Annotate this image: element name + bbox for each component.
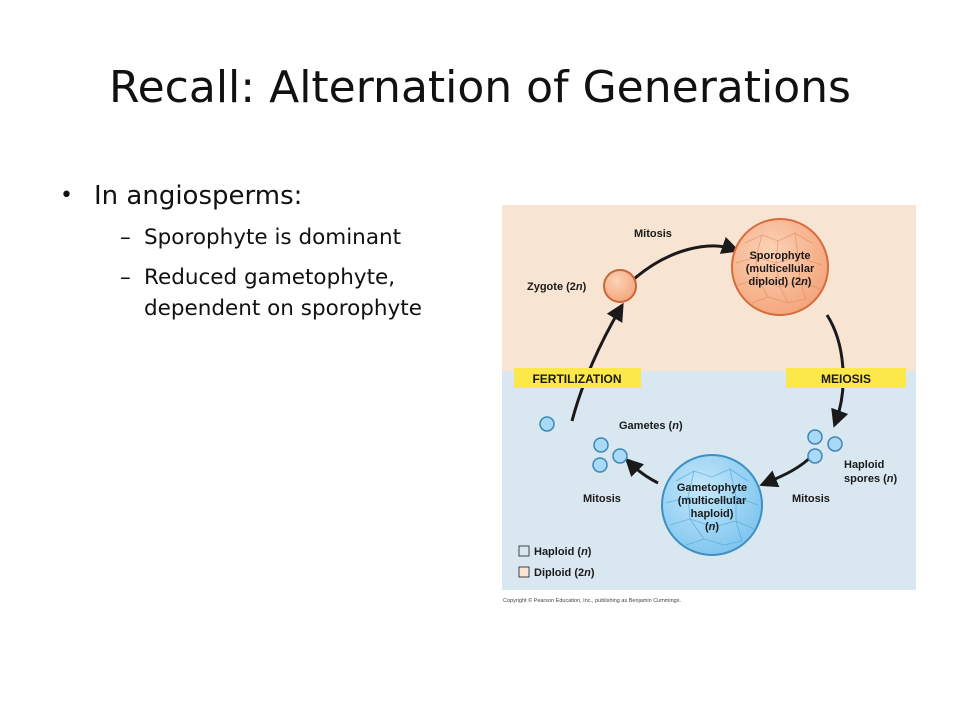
gametes-label: Gametes (n): [619, 420, 683, 432]
gametophyte-label-4: (n): [705, 521, 719, 533]
haploid-spores-label-1: Haploid: [844, 459, 884, 471]
bullet-item: • In angiosperms:: [60, 180, 460, 212]
legend-haploid-swatch: [518, 545, 530, 557]
gametophyte-label-1: Gametophyte: [677, 482, 747, 494]
bullet-dot-icon: •: [60, 183, 73, 208]
arrow-zygote-to-sporophyte: [633, 236, 740, 281]
diploid-region: [502, 205, 916, 371]
sub-bullet-item: – Sporophyte is dominant: [120, 222, 460, 253]
haploid-spores-label-2: spores (n): [844, 473, 898, 485]
sub-bullet-text: Sporophyte is dominant: [144, 225, 402, 250]
mitosis-right-label: Mitosis: [792, 493, 830, 505]
sporophyte-cells: [735, 232, 823, 304]
legend-diploid-label: Diploid (2n): [534, 567, 595, 579]
dash-icon: –: [120, 265, 131, 290]
life-cycle-diagram: FERTILIZATION MEIOSIS Sporophyte (multic…: [500, 203, 918, 615]
fertilization-bar: [514, 368, 641, 388]
life-cycle-svg: FERTILIZATION MEIOSIS Sporophyte (multic…: [502, 205, 916, 604]
bullet-text: In angiosperms:: [94, 181, 303, 211]
legend-haploid-label: Haploid (n): [534, 546, 592, 558]
sub-bullet-item: – Reduced gametophyte, dependent on spor…: [120, 262, 460, 324]
arrow-gametophyte-to-gametes: [624, 457, 659, 485]
meiosis-bar: [786, 368, 906, 388]
sporophyte-label-2: (multicellular: [746, 263, 815, 275]
meiosis-label: MEIOSIS: [821, 372, 871, 386]
bullet-list: • In angiosperms: – Sporophyte is domina…: [60, 180, 460, 333]
gametophyte-cells: [665, 468, 759, 546]
copyright-text: Copyright © Pearson Education, Inc., pub…: [503, 597, 681, 604]
arrow-meiosis: [825, 314, 849, 428]
sub-bullet-text: Reduced gametophyte, dependent on sporop…: [144, 265, 422, 321]
spore-cells: [807, 429, 843, 464]
gametophyte-circle: [661, 454, 763, 556]
zygote-circle: [603, 269, 637, 303]
zygote-label: Zygote (2n): [527, 281, 587, 293]
gamete-cells: [539, 416, 628, 473]
arrow-fertilization: [570, 302, 624, 422]
dash-icon: –: [120, 225, 131, 250]
slide-title: Recall: Alternation of Generations: [109, 62, 851, 113]
sub-bullet-list: – Sporophyte is dominant – Reduced gamet…: [60, 222, 460, 324]
sporophyte-label-3: diploid) (2n): [749, 276, 812, 288]
sporophyte-label-1: Sporophyte: [749, 250, 810, 262]
gametophyte-label-3: haploid): [691, 508, 734, 520]
gametophyte-label-2: (multicellular: [678, 495, 747, 507]
fertilization-label: FERTILIZATION: [532, 372, 621, 386]
mitosis-left-label: Mitosis: [583, 493, 621, 505]
mitosis-top-label: Mitosis: [634, 228, 672, 240]
sporophyte-circle: [731, 218, 829, 316]
legend-diploid-swatch: [518, 566, 530, 578]
